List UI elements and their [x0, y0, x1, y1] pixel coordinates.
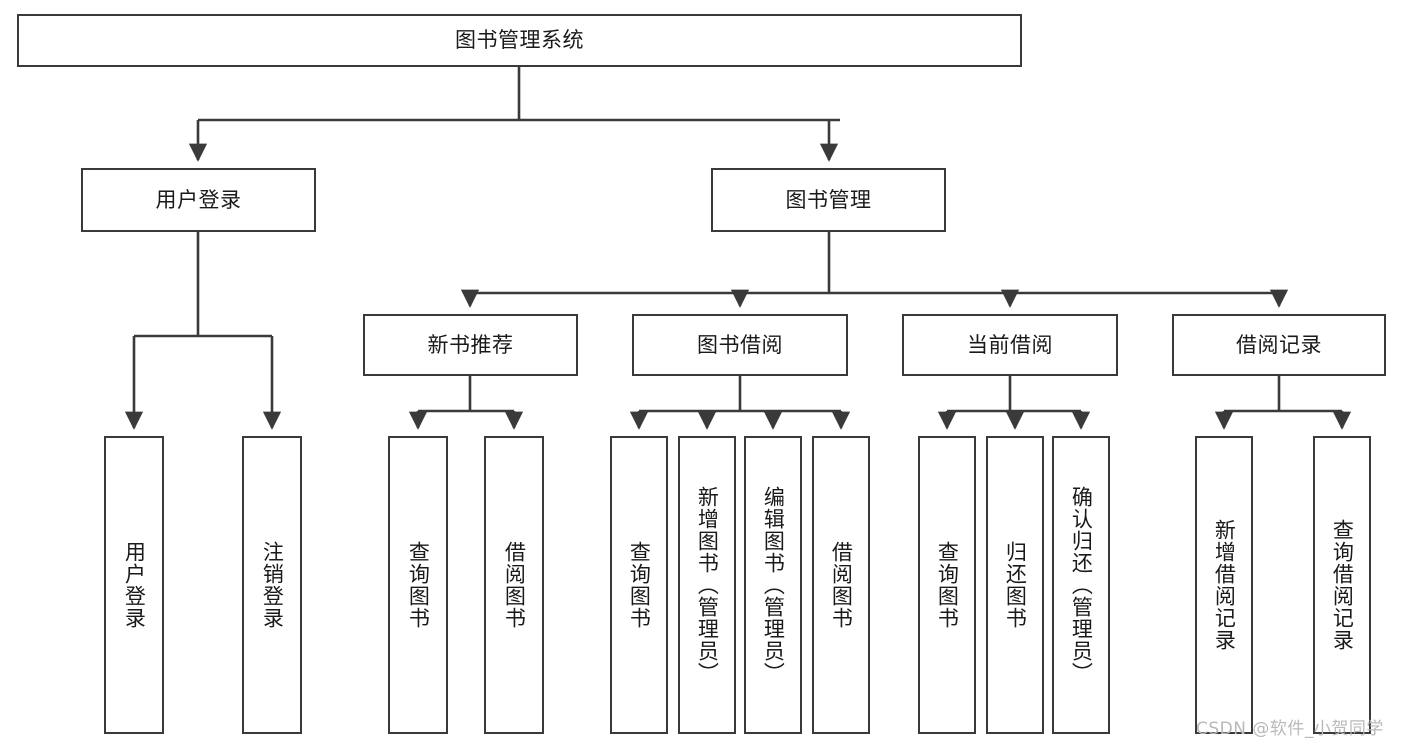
leaf-borrow-book-b-label: 借阅图书 [829, 541, 854, 629]
leaf-add-book-label: 新增图书（管理员） [695, 486, 720, 684]
leaf-borrow-book-rec-label: 借阅图书 [502, 541, 527, 629]
node-book-manage[interactable]: 图书管理 [711, 168, 946, 232]
leaf-user-logout-label: 注销登录 [260, 541, 285, 629]
node-root[interactable]: 图书管理系统 [17, 14, 1022, 67]
leaf-add-book[interactable]: 新增图书（管理员） [678, 436, 736, 734]
leaf-query-book-b-label: 查询图书 [627, 541, 652, 629]
leaf-add-record[interactable]: 新增借阅记录 [1195, 436, 1253, 734]
node-user-login[interactable]: 用户登录 [81, 168, 316, 232]
leaf-query-record[interactable]: 查询借阅记录 [1313, 436, 1371, 734]
leaf-query-book-rec[interactable]: 查询图书 [388, 436, 448, 734]
node-current-borrow-label: 当前借阅 [967, 332, 1053, 357]
leaf-return-book[interactable]: 归还图书 [986, 436, 1044, 734]
node-book-manage-label: 图书管理 [785, 187, 872, 212]
node-new-book-rec-label: 新书推荐 [427, 332, 514, 357]
leaf-user-login[interactable]: 用户登录 [104, 436, 164, 734]
node-root-label: 图书管理系统 [455, 28, 584, 53]
node-book-borrow[interactable]: 图书借阅 [632, 314, 848, 376]
node-borrow-record[interactable]: 借阅记录 [1172, 314, 1386, 376]
leaf-edit-book-label: 编辑图书（管理员） [761, 486, 786, 684]
leaf-borrow-book-b[interactable]: 借阅图书 [812, 436, 870, 734]
leaf-query-book-b[interactable]: 查询图书 [610, 436, 668, 734]
leaf-borrow-book-rec[interactable]: 借阅图书 [484, 436, 544, 734]
leaf-query-record-label: 查询借阅记录 [1330, 519, 1355, 651]
leaf-query-book-c-label: 查询图书 [935, 541, 960, 629]
leaf-return-book-label: 归还图书 [1003, 541, 1028, 629]
leaf-user-login-label: 用户登录 [122, 541, 147, 629]
node-new-book-rec[interactable]: 新书推荐 [363, 314, 578, 376]
node-user-login-label: 用户登录 [155, 187, 242, 212]
leaf-user-logout[interactable]: 注销登录 [242, 436, 302, 734]
leaf-query-book-rec-label: 查询图书 [406, 541, 431, 629]
node-borrow-record-label: 借阅记录 [1236, 332, 1322, 357]
leaf-query-book-c[interactable]: 查询图书 [918, 436, 976, 734]
leaf-confirm-return[interactable]: 确认归还（管理员） [1052, 436, 1110, 734]
leaf-edit-book[interactable]: 编辑图书（管理员） [744, 436, 802, 734]
node-book-borrow-label: 图书借阅 [697, 332, 783, 357]
leaf-confirm-return-label: 确认归还（管理员） [1069, 486, 1094, 684]
leaf-add-record-label: 新增借阅记录 [1212, 519, 1237, 651]
node-current-borrow[interactable]: 当前借阅 [902, 314, 1118, 376]
